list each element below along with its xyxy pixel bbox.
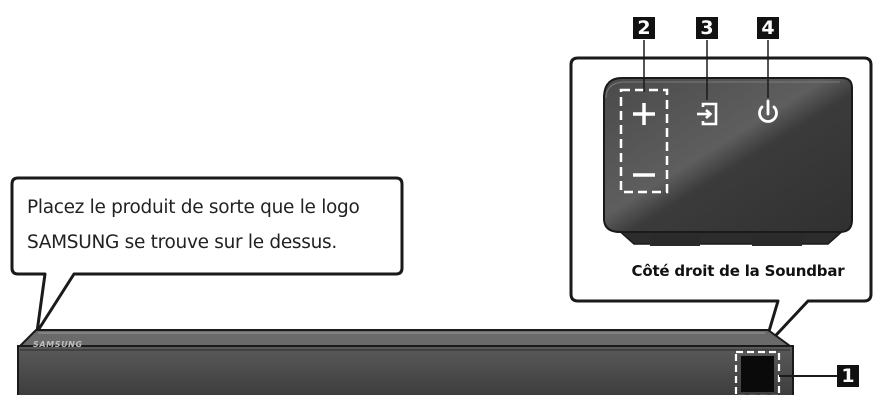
placement-instruction-line1: Placez le produit de sorte que le logo — [27, 197, 360, 218]
placement-instruction-line2: SAMSUNG se trouve sur le dessus. — [27, 232, 337, 253]
placement-instruction: Placez le produit de sorte que le logo S… — [27, 190, 387, 260]
side-panel-caption: Côté droit de la Soundbar — [631, 262, 845, 280]
button-number-2: 2 — [633, 17, 655, 39]
volume-up-button[interactable] — [633, 103, 655, 125]
power-icon[interactable] — [758, 99, 778, 123]
source-input-icon[interactable] — [697, 102, 718, 126]
button-number-3: 3 — [696, 17, 718, 39]
samsung-logo: SAMSUNG — [33, 340, 83, 349]
sensor-number-1: 1 — [837, 365, 859, 387]
soundbar-body — [17, 329, 794, 395]
soundbar-side-panel — [603, 77, 853, 246]
sensor-window — [741, 356, 774, 392]
callout-bubble — [10, 176, 404, 334]
button-number-4: 4 — [757, 17, 779, 39]
